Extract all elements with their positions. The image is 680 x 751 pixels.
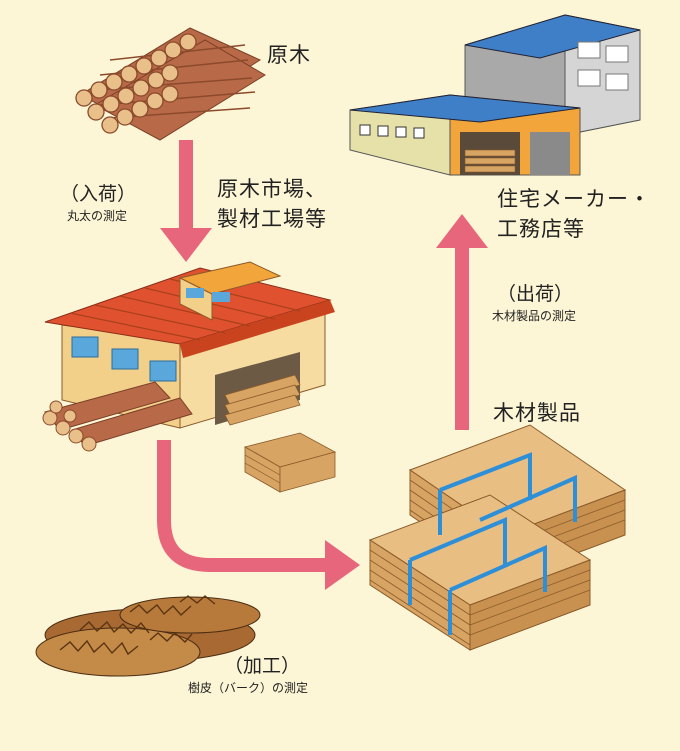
arrival-description: 丸太の測定 — [67, 209, 128, 223]
shipping-description: 木材製品の測定 — [492, 309, 577, 323]
arrow-head-down — [160, 228, 212, 262]
builder-label-line1: 住宅メーカー・ — [497, 187, 651, 211]
arrow-head-up — [436, 214, 488, 248]
logs-label: 原木 — [267, 43, 311, 67]
shipping-title: （出荷） — [497, 283, 574, 305]
market-label-line2: 製材工場等 — [217, 207, 327, 231]
house-maker-illustration — [349, 14, 641, 176]
arrival-title: （入荷） — [60, 183, 137, 205]
builder-label-line2: 工務店等 — [497, 217, 585, 241]
lumber-stack-illustration — [368, 424, 627, 651]
processing-title: （加工） — [224, 655, 301, 677]
bark-pile-illustration — [35, 595, 261, 677]
arrow-sawmill-to-products — [157, 440, 330, 572]
flow-arrows — [157, 140, 488, 590]
processing-description: 樹皮（バーク）の測定 — [188, 681, 309, 695]
products-label: 木材製品 — [493, 401, 581, 425]
market-label-line1: 原木市場、 — [217, 177, 327, 201]
sawmill-illustration — [42, 261, 337, 493]
log-pile-illustration — [75, 27, 266, 141]
arrow-head-right — [325, 540, 360, 590]
